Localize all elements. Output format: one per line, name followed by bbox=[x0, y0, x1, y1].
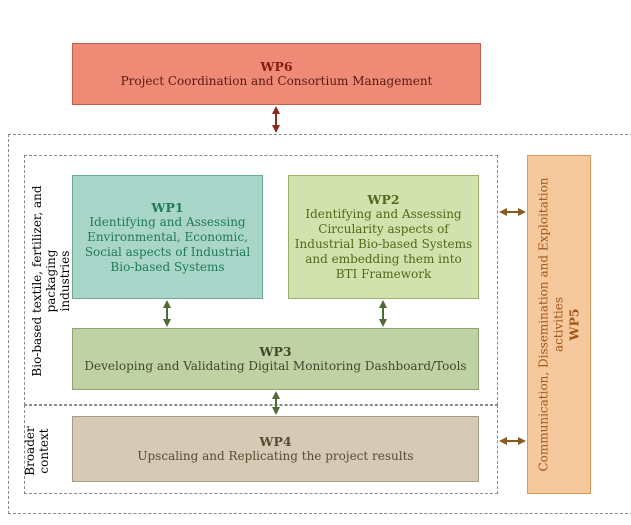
industries-dashed-frame bbox=[24, 155, 498, 405]
wp2-desc-line-2: Circularity aspects of bbox=[318, 222, 449, 236]
wp2-desc-line-3: Industrial Bio-based Systems bbox=[294, 237, 473, 251]
wp6-box: WP6 Project Coordination and Consortium … bbox=[72, 43, 481, 105]
wp3-desc: Developing and Validating Digital Monito… bbox=[84, 359, 467, 373]
wp5-box: Communication, Dissemination and Exploit… bbox=[527, 155, 591, 494]
wp2-desc-line-5: BTI Framework bbox=[335, 267, 432, 281]
broader-context-dashed-frame bbox=[24, 405, 498, 494]
wp6-desc: Project Coordination and Consortium Mana… bbox=[120, 74, 433, 88]
wp2-desc-line-1: Identifying and Assessing bbox=[305, 207, 462, 221]
wp6-title: WP6 bbox=[260, 59, 293, 74]
wp1-box: WP1 Identifying and Assessing Environmen… bbox=[72, 175, 263, 299]
wp1-title: WP1 bbox=[151, 199, 184, 215]
wp1-desc-line-3: Social aspects of Industrial bbox=[84, 244, 251, 259]
wp1-desc-line-4: Bio-based Systems bbox=[110, 259, 225, 274]
wp2-desc-line-4: and embedding them into bbox=[305, 252, 462, 266]
wp4-desc: Upscaling and Replicating the project re… bbox=[137, 449, 414, 463]
wp1-desc-line-2: Environmental, Economic, bbox=[87, 229, 248, 244]
outer-dashed-frame bbox=[8, 134, 631, 514]
wp3-title: WP3 bbox=[259, 344, 292, 359]
wp4-box: WP4 Upscaling and Replicating the projec… bbox=[72, 416, 479, 482]
wp4-title: WP4 bbox=[259, 434, 292, 449]
wp2-box: WP2 Identifying and Assessing Circularit… bbox=[288, 175, 479, 299]
wp3-box: WP3 Developing and Validating Digital Mo… bbox=[72, 328, 479, 390]
wp1-desc-line-1: Identifying and Assessing bbox=[89, 214, 246, 229]
wp2-title: WP2 bbox=[367, 192, 400, 207]
